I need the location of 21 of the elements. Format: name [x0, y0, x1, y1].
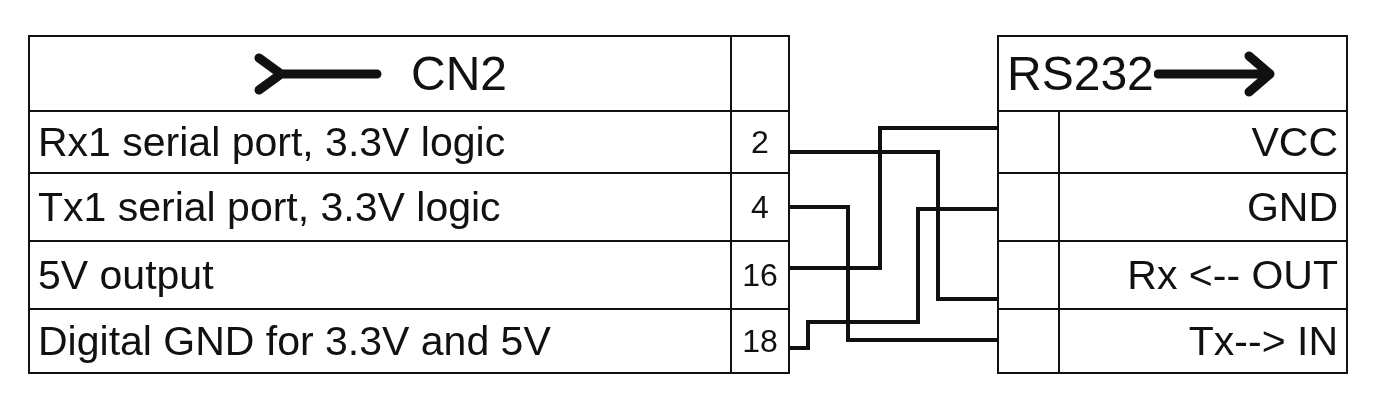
signal-description-text: Rx1 serial port, 3.3V logic	[38, 118, 506, 166]
signal-name	[1058, 308, 1348, 374]
pin-number-text: 16	[742, 256, 778, 294]
pin-number	[730, 308, 790, 374]
connector-header	[997, 35, 1348, 112]
signal-name-text: VCC	[1251, 118, 1338, 166]
signal-description-text: 5V output	[38, 251, 214, 299]
signal-name-text: Rx <-- OUT	[1127, 251, 1338, 299]
pin-number-text: 18	[742, 322, 778, 360]
signal-description-text: Digital GND for 3.3V and 5V	[38, 317, 551, 365]
wire	[790, 126, 997, 270]
wire	[790, 150, 997, 301]
pin-number-text: 2	[751, 123, 769, 161]
signal-name-text: GND	[1246, 183, 1338, 231]
connector-header-text: RS232	[1007, 46, 1154, 101]
connector-header	[28, 35, 732, 112]
signal-description-text: Tx1 serial port, 3.3V logic	[38, 183, 501, 231]
pin-number-text: 4	[751, 188, 769, 226]
signal-description	[28, 308, 732, 374]
connector-header-text: CN2	[411, 46, 507, 101]
signal-name-text: Tx--> IN	[1188, 317, 1338, 365]
